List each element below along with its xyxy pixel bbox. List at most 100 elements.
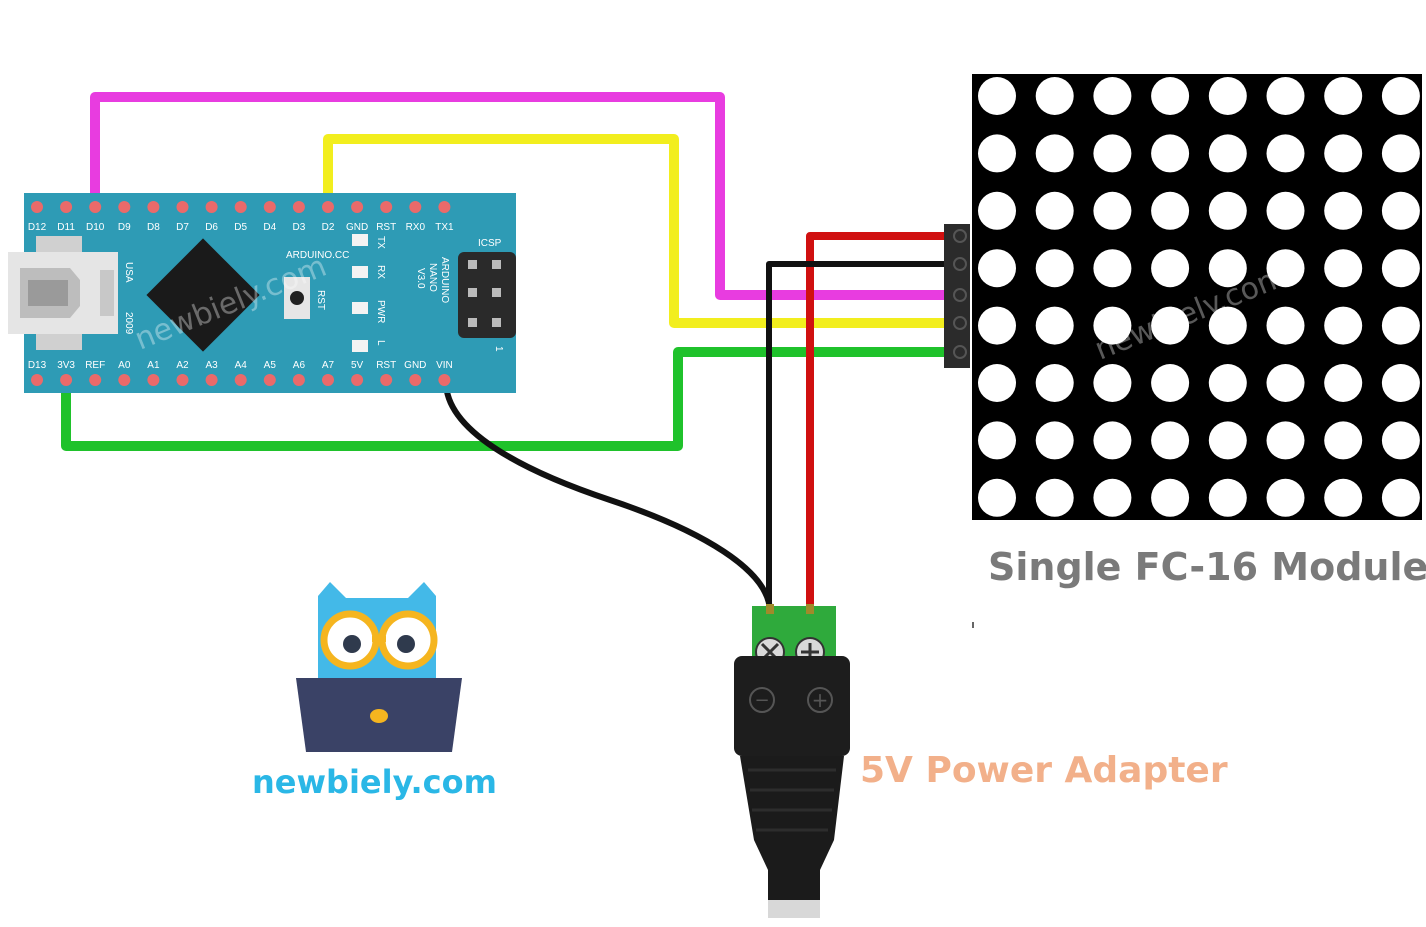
matrix-led-dot [1266, 77, 1305, 115]
top-pin-label: D6 [205, 222, 218, 233]
top-pin-label: RST [376, 222, 396, 233]
matrix-led-dot [978, 191, 1016, 230]
matrix-led-dot [1208, 364, 1247, 402]
matrix-led-dot [1324, 421, 1363, 460]
top-pin-label: D9 [118, 222, 131, 233]
matrix-led-dot [978, 478, 1016, 517]
bottom-pin [118, 374, 131, 386]
top-pin [60, 201, 73, 213]
wire-black-board-gnd [443, 379, 773, 615]
matrix-led-dot [1093, 364, 1132, 402]
wires [61, 92, 965, 616]
matrix-led-dot [1093, 306, 1132, 345]
matrix-led-dot [1208, 478, 1247, 517]
matrix-led-dot [1381, 77, 1420, 115]
module-label: Single FC-16 Module [988, 545, 1426, 589]
matrix-led-dot [978, 306, 1016, 345]
top-pin-label: GND [346, 222, 368, 233]
power-label: 5V Power Adapter [860, 750, 1228, 791]
bottom-pin [351, 374, 364, 386]
bottom-pin-label: A3 [205, 360, 218, 371]
matrix-led-dot [1035, 77, 1074, 115]
bottom-pin [234, 374, 247, 386]
matrix-led-dot [1151, 191, 1190, 230]
power-adapter: − + 5V Power Adapter [734, 604, 1228, 918]
top-pin [438, 201, 451, 213]
adapter-plug [740, 756, 844, 910]
icsp-pin1-label: 1 [493, 346, 504, 352]
matrix-led-dot [1035, 421, 1074, 460]
matrix-led-dot [1093, 191, 1132, 230]
year-label: 2009 [123, 312, 134, 335]
matrix-led-dot [978, 364, 1016, 402]
matrix-led-dot [1151, 364, 1190, 402]
bottom-pin-label: A5 [264, 360, 277, 371]
matrix-led-dot [978, 249, 1016, 288]
top-pin [351, 201, 364, 213]
led-l-label: L [375, 340, 386, 346]
matrix-dots [978, 77, 1420, 517]
led-matrix-module: newbiely.com Single FC-16 Module [944, 74, 1426, 628]
matrix-led-dot [1208, 421, 1247, 460]
wire-magenta-d11 [90, 92, 965, 300]
bottom-pin-label: VIN [436, 360, 453, 371]
matrix-led-dot [1381, 478, 1420, 517]
minus-symbol: − [754, 690, 769, 711]
top-pin-label: D11 [57, 222, 75, 233]
top-pin [89, 201, 102, 213]
bottom-pin-label: A0 [118, 360, 131, 371]
matrix-led-dot [1151, 478, 1190, 517]
matrix-led-dot [978, 421, 1016, 460]
usa-label: USA [123, 262, 134, 283]
bottom-pin-label: A1 [147, 360, 160, 371]
top-pin [205, 201, 218, 213]
matrix-led-dot [1381, 306, 1420, 345]
bottom-pin [438, 374, 451, 386]
top-pin-label: D5 [234, 222, 247, 233]
matrix-led-dot [1266, 478, 1305, 517]
microcontroller-chip [146, 238, 260, 352]
matrix-led-dot [1035, 364, 1074, 402]
matrix-led-dot [1093, 478, 1132, 517]
bottom-pin [292, 374, 305, 386]
matrix-led-dot [1151, 306, 1190, 345]
matrix-led-dot [1381, 364, 1420, 402]
matrix-led-dot [1208, 191, 1247, 230]
top-pin [118, 201, 131, 213]
wire-red-vcc [806, 232, 964, 616]
top-pin-label: D3 [293, 222, 306, 233]
model-line1: ARDUINO [439, 257, 450, 303]
matrix-led-dot [1381, 421, 1420, 460]
matrix-led-dot [1324, 306, 1363, 345]
matrix-led-dot [1093, 421, 1132, 460]
top-pin-label: D10 [86, 222, 105, 233]
matrix-led-dot [1266, 134, 1305, 173]
top-pin [409, 201, 422, 213]
bottom-pin [60, 374, 73, 386]
top-pin [176, 201, 189, 213]
top-pin-label: D2 [322, 222, 335, 233]
matrix-led-dot [978, 134, 1016, 173]
plus-symbol: + [812, 688, 829, 712]
top-pin-label: D8 [147, 222, 160, 233]
matrix-led-dot [1381, 134, 1420, 173]
model-line2: NANO [427, 263, 438, 292]
bottom-pin [380, 374, 393, 386]
top-pin [322, 201, 334, 213]
matrix-led-dot [1266, 191, 1305, 230]
matrix-led-dot [1324, 478, 1363, 517]
model-line3: V3.0 [415, 268, 426, 289]
matrix-led-dot [1266, 421, 1305, 460]
matrix-led-dot [1208, 306, 1247, 345]
bottom-pin [205, 374, 218, 386]
matrix-led-dot [1324, 191, 1363, 230]
bottom-pin-label: A6 [293, 360, 306, 371]
matrix-led-dot [1035, 478, 1074, 517]
wire-black-gnd [766, 261, 963, 615]
matrix-led-dot [1035, 249, 1074, 288]
matrix-led-dot [1208, 249, 1247, 288]
led-tx-label: TX [375, 236, 386, 249]
bottom-pin-label: A7 [322, 360, 335, 371]
